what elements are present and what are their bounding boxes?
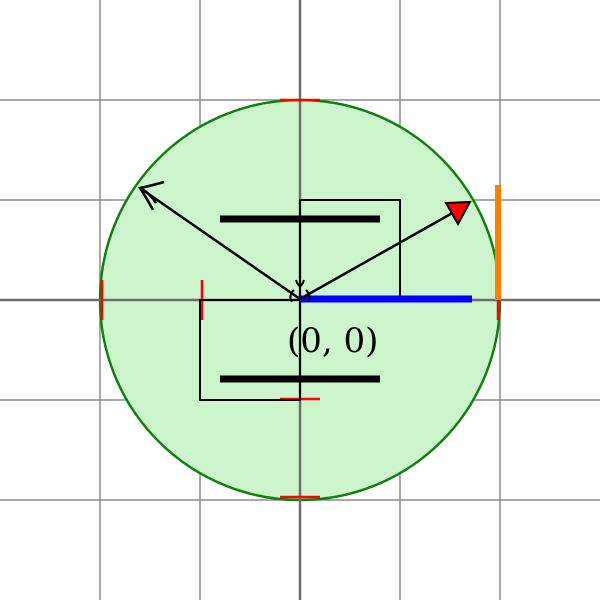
origin-tail-mark-right: [305, 289, 311, 303]
origin-tail-marks: [289, 279, 311, 303]
thick-bars: [220, 215, 380, 383]
arrow-upper-left: [137, 180, 301, 301]
arrow-upper-left-shaft: [139, 186, 301, 301]
lower-left-square: [199, 299, 301, 401]
arrow-upper-right-head: [444, 200, 472, 227]
arrow-upper-right-shaft: [299, 209, 457, 301]
origin-label: (0, 0): [287, 321, 378, 361]
arrow-upper-right: [299, 200, 472, 301]
origin-tail-mark-top: [295, 279, 305, 287]
arrow-upper-left-tail: [139, 186, 158, 204]
origin-tail-mark-left: [289, 289, 295, 303]
